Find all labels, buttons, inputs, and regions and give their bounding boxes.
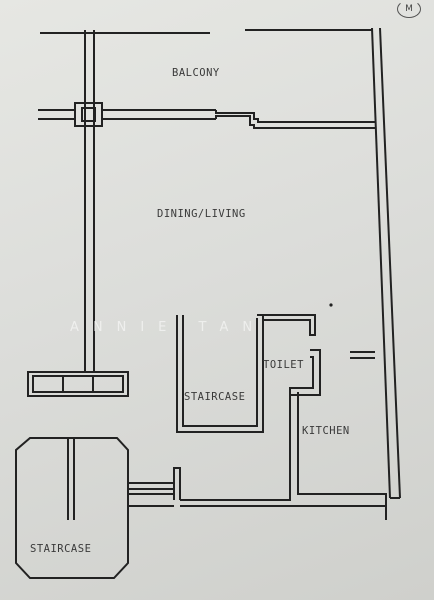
column [74,102,103,127]
toilet-walls [257,314,375,432]
room-label-kitchen: KITCHEN [302,425,350,437]
room-label-staircase-inner: STAIRCASE [184,391,246,403]
kitchen-walls [128,432,387,520]
unit-mark-badge: M [397,0,421,18]
watermark-text: ANNIE TAN [70,320,267,335]
outer-staircase-walls [15,437,129,579]
window-box [27,371,129,397]
top-wall [40,29,372,34]
room-label-balcony: BALCONY [172,67,220,79]
inner-staircase-walls [176,315,264,433]
room-label-staircase-outer: STAIRCASE [30,543,92,555]
balcony-wall [38,109,375,129]
right-wall [371,27,401,499]
left-wall [84,30,95,372]
room-label-toilet: TOILET [263,359,304,371]
marker-dot [329,303,333,307]
room-label-dining-living: DINING/LIVING [157,208,246,220]
